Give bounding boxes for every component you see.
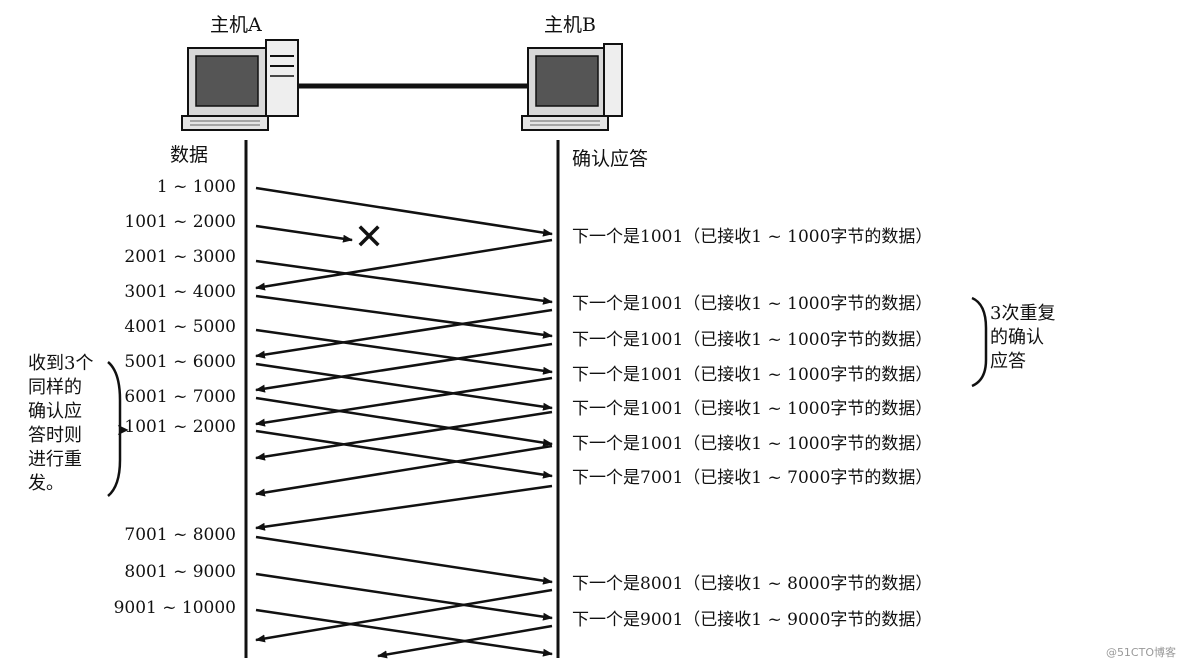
watermark: @51CTO博客 [1105,646,1176,659]
data-segment-arrow [255,429,553,479]
note-line: 的确认 [990,327,1044,348]
ack-arrow [255,588,553,643]
host-b-computer-icon [521,43,623,131]
data-segment-arrow [255,396,553,447]
data-segment-arrow [255,186,553,237]
segment-label: 2001 ~ 3000 [124,247,236,267]
ack-arrow [255,484,553,531]
ack-label: 下一个是1001（已接收1 ~ 1000字节的数据） [572,434,933,454]
host-b-label: 主机B [544,14,596,36]
note-line: 确认应 [28,401,82,422]
data-segment-arrow [255,608,553,657]
note-line: 同样的 [28,377,82,398]
arrow-layer [255,186,553,659]
data-segment-arrow [255,362,553,411]
retransmit-pointer-icon: ➤ [116,420,130,439]
data-segment-arrow [255,535,553,585]
duplicate-ack-note: 3次重复 的确认 应答 [990,302,1055,374]
segment-label: 6001 ~ 7000 [124,387,236,407]
retransmit-note: 收到3个 同样的 确认应 答时则 进行重 发。 [28,352,93,496]
host-a-label: 主机A [210,14,262,36]
data-segment-arrow [255,572,553,621]
ack-arrow [255,342,553,393]
segment-label: 4001 ~ 5000 [124,317,236,337]
data-column-label: 数据 [170,144,209,166]
ack-label: 下一个是1001（已接收1 ~ 1000字节的数据） [572,227,933,247]
ack-label: 下一个是8001（已接收1 ~ 8000字节的数据） [572,574,933,594]
ack-arrow [255,308,553,359]
segment-label: 1001 ~ 2000 [124,212,236,232]
ack-label: 下一个是1001（已接收1 ~ 1000字节的数据） [572,294,933,314]
data-segment-arrow [255,259,553,305]
ack-arrow [255,444,553,497]
data-segment-arrow [255,328,553,375]
segment-label: 1001 ~ 2000 [124,417,236,437]
ack-label: 下一个是1001（已接收1 ~ 1000字节的数据） [572,399,933,419]
note-line: 发。 [28,473,64,494]
note-line: 收到3个 [28,353,94,374]
ack-arrow [255,238,553,291]
ack-label: 下一个是7001（已接收1 ~ 7000字节的数据） [572,468,933,488]
ack-arrow [255,376,553,427]
lost-packet-icon: ✕ [354,217,385,258]
note-line: 进行重 [28,449,82,470]
ack-arrow [377,624,553,659]
data-segment-arrow [255,224,353,243]
segment-label: 9001 ~ 10000 [113,598,236,618]
note-line: 3次重复 [990,303,1056,324]
note-line: 应答 [990,351,1026,372]
segment-label: 1 ~ 1000 [156,177,236,197]
note-line: 答时则 [28,425,82,446]
ack-arrow [255,410,553,461]
left-brace [107,361,122,497]
ack-label: 下一个是1001（已接收1 ~ 1000字节的数据） [572,330,933,350]
segment-label: 3001 ~ 4000 [124,282,236,302]
ack-label: 下一个是1001（已接收1 ~ 1000字节的数据） [572,365,933,385]
host-a-computer-icon [181,39,299,131]
ack-column-label: 确认应答 [572,148,649,170]
segment-label: 5001 ~ 6000 [124,352,236,372]
segment-label: 8001 ~ 9000 [124,562,236,582]
ack-label: 下一个是9001（已接收1 ~ 9000字节的数据） [572,610,933,630]
segment-label: 7001 ~ 8000 [124,525,236,545]
data-segment-arrow [255,294,553,339]
right-brace [971,296,988,388]
